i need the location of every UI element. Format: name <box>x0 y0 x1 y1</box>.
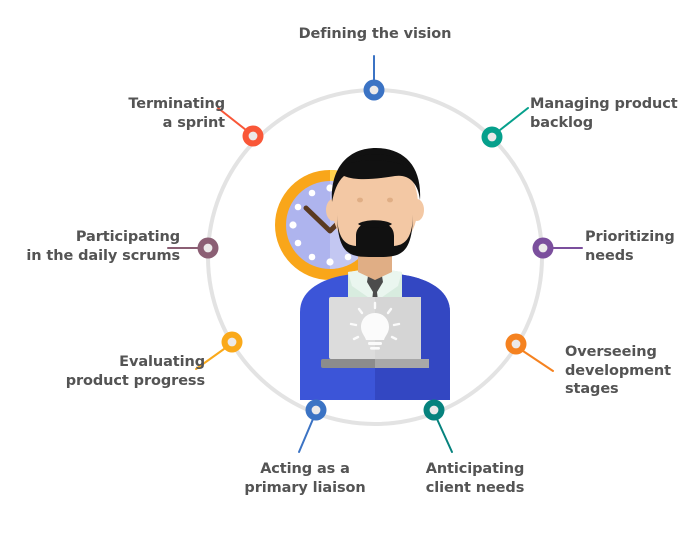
leader-line-anticipating-client-needs <box>436 418 453 453</box>
ear-right <box>410 199 424 221</box>
hair-top <box>340 154 414 172</box>
node-dot-inner <box>311 405 321 415</box>
ear-left <box>326 199 340 221</box>
leader-line-managing-product-backlog <box>499 107 529 131</box>
node-dot-prioritizing-needs[interactable] <box>532 237 554 259</box>
eye-left <box>357 197 363 203</box>
leader-line-terminating-a-sprint <box>217 107 247 131</box>
laptop-base-light <box>375 359 429 368</box>
node-dot-overseeing-development-stages[interactable] <box>505 333 527 355</box>
node-dot-inner <box>248 131 258 141</box>
head <box>332 153 418 257</box>
node-dots-group <box>197 79 554 421</box>
node-dot-anticipating-client-needs[interactable] <box>423 399 445 421</box>
node-dot-inner <box>203 243 213 253</box>
beard <box>337 212 413 258</box>
node-dot-inner <box>487 132 497 142</box>
node-dot-defining-the-vision[interactable] <box>363 79 385 101</box>
eye-right <box>387 197 393 203</box>
leader-line-overseeing-development-stages <box>522 350 554 372</box>
laptop-illustration <box>321 297 429 368</box>
node-dot-evaluating-product-progress[interactable] <box>221 331 243 353</box>
node-dot-inner <box>429 405 439 415</box>
node-dot-acting-as-a-primary-liaison[interactable] <box>305 399 327 421</box>
node-dot-inner <box>227 337 237 347</box>
node-dot-terminating-a-sprint[interactable] <box>242 125 264 147</box>
leader-lines-group <box>167 55 583 453</box>
node-dot-inner <box>538 243 548 253</box>
moustache <box>358 220 392 228</box>
leader-line-evaluating-product-progress <box>195 348 225 370</box>
central-illustration <box>275 148 450 400</box>
node-dot-managing-product-backlog[interactable] <box>481 126 503 148</box>
leader-line-acting-as-a-primary-liaison <box>298 418 314 453</box>
node-dot-inner <box>369 85 379 95</box>
node-dot-participating-in-the-daily-scrums[interactable] <box>197 237 219 259</box>
node-dot-inner <box>511 339 521 349</box>
lightbulb-icon <box>349 301 401 350</box>
